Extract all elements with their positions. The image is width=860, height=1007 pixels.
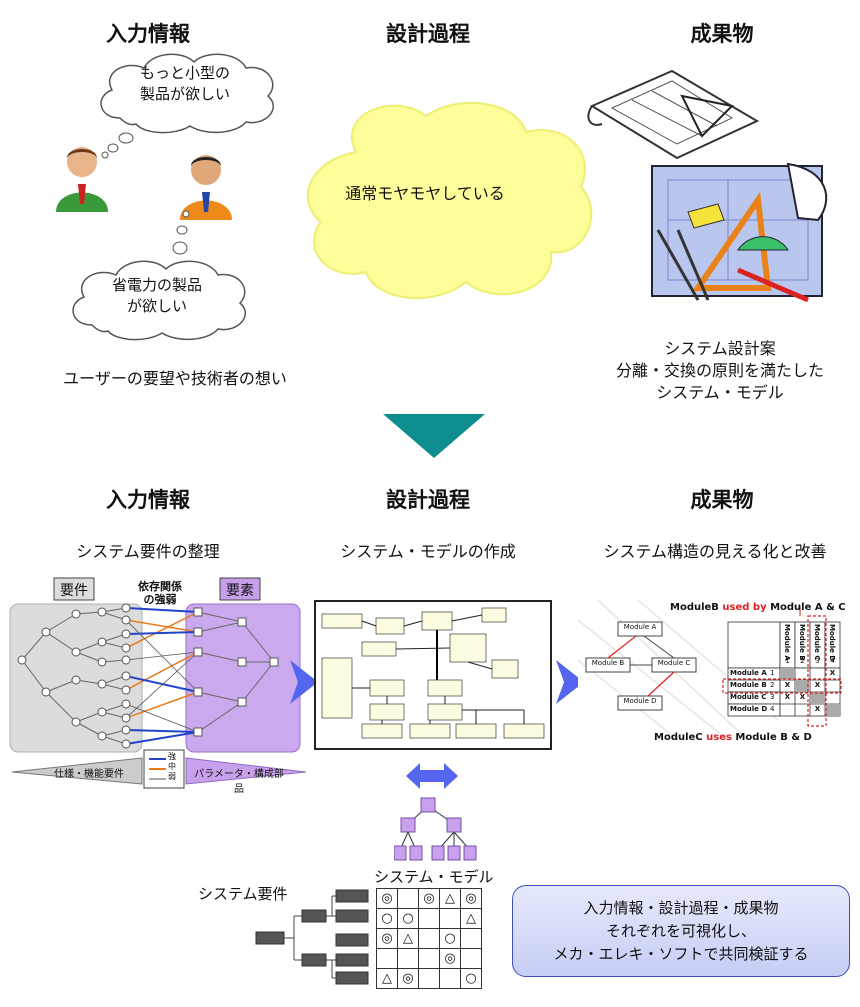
thought-dots-bottom: [172, 210, 190, 255]
flow-arrow-1: [290, 660, 318, 704]
left-arrow-label: 仕様・機能要件: [54, 769, 124, 780]
matrix-cell: [377, 949, 398, 969]
dsm-col-number: 2: [800, 657, 805, 665]
dsm-col-number: 4: [830, 657, 835, 665]
dsm-row-number: 2: [770, 681, 775, 689]
dsm-title-top: ModuleB used by Module A & C: [670, 602, 846, 613]
bubble-text-top: もっと小型の製品が欲しい: [139, 64, 230, 103]
top-process-header: 設計過程: [386, 22, 470, 46]
dsm-col-header: Module A: [783, 624, 791, 661]
matrix-cell: ◎: [377, 929, 398, 949]
cloud-text: 通常モヤモヤしている: [345, 184, 505, 203]
bottom-output-header: 成果物: [690, 488, 754, 512]
dsm-row-name: Module B: [730, 681, 767, 689]
thought-dots-top: [101, 132, 134, 159]
matrix-cell: ◎: [377, 889, 398, 909]
dsm-row-number: 4: [770, 705, 775, 713]
output-caption: システム設計案 分離・交換の原則を満たした システム・モデル: [615, 339, 824, 402]
process-subtitle: システム・モデルの作成: [340, 542, 516, 561]
matrix-cell: ◎: [461, 889, 482, 909]
engineer-person-icon: [180, 155, 232, 220]
matrix-cell: ○: [440, 929, 461, 949]
dsm-row-name: Module C: [730, 693, 767, 701]
matrix-cell: ○: [398, 909, 419, 929]
dsm-cell: X: [814, 705, 821, 713]
double-arrow: [406, 763, 458, 789]
flow-arrow-2: [556, 660, 584, 704]
right-arrow-label: パラメータ・構成部品: [194, 769, 284, 795]
matrix-cell: ◎: [440, 949, 461, 969]
dsm-cell: X: [784, 693, 791, 701]
user-caption: ユーザーの要望や技術者の想い: [63, 369, 287, 388]
requirements-label: 要件: [60, 583, 88, 599]
module-box-b: Module B: [591, 659, 625, 667]
bubble-text-bottom: 省電力の製品が欲しい: [111, 276, 202, 315]
matrix-cell: [419, 949, 440, 969]
module-box-a: Module A: [623, 623, 657, 631]
dsm-cell: X: [814, 681, 821, 689]
legend-labels: 強中弱: [168, 752, 176, 781]
relationship-matrix: ◎◎△◎○○△◎△○◎△◎○: [376, 888, 482, 989]
thought-bubble-top: [100, 53, 275, 134]
matrix-cell: [461, 929, 482, 949]
dsm-row-number: 1: [770, 669, 775, 677]
matrix-cell: △: [377, 969, 398, 989]
dsm-col-header: Module B: [798, 624, 806, 661]
hierarchy-tree: [394, 797, 477, 861]
output-subtitle: システム構造の見える化と改善: [603, 542, 827, 561]
drafting-tools-icon: [651, 162, 828, 303]
matrix-cell: [398, 949, 419, 969]
elements-label: 要素: [226, 583, 254, 599]
system-model-label: システム・モデル: [374, 868, 494, 886]
down-arrow: [383, 414, 485, 458]
matrix-cell: [398, 889, 419, 909]
matrix-cell: △: [461, 909, 482, 929]
matrix-cell: [461, 949, 482, 969]
dsm-title-bottom: ModuleC uses Module B & D: [654, 732, 812, 743]
matrix-cell: △: [398, 929, 419, 949]
dsm-col-number: 3: [815, 657, 820, 665]
dsm-row-name: Module D: [730, 705, 768, 713]
conclusion-box: 入力情報・設計過程・成果物 それぞれを可視化し、 メカ・エレキ・ソフトで共同検証…: [512, 885, 850, 977]
dsm-cell: X: [799, 693, 806, 701]
dsm-cell: X: [829, 669, 836, 677]
dsm-col-header: Module C: [813, 624, 821, 661]
module-box-c: Module C: [657, 659, 691, 667]
fuzzy-cloud: [306, 101, 593, 299]
top-output-header: 成果物: [690, 22, 754, 46]
blueprint-icon: [587, 69, 760, 160]
thought-bubble-bottom: [72, 260, 247, 341]
user-person-icon: [56, 147, 108, 212]
dsm-panel: ModuleB used by Module A & C ModuleC use…: [578, 600, 850, 744]
requirements-graph: [9, 577, 306, 789]
requirements-tree: [255, 889, 369, 985]
bottom-process-header: 設計過程: [386, 488, 470, 512]
matrix-cell: ○: [377, 909, 398, 929]
dsm-row-number: 3: [770, 693, 775, 701]
matrix-cell: [440, 969, 461, 989]
matrix-cell: [440, 909, 461, 929]
input-subtitle: システム要件の整理: [76, 542, 220, 561]
matrix-cell: [419, 969, 440, 989]
matrix-cell: ○: [461, 969, 482, 989]
matrix-cell: [419, 929, 440, 949]
dsm-col-header: Module D: [828, 624, 836, 662]
bottom-input-header: 入力情報: [106, 488, 190, 512]
matrix-cell: ◎: [398, 969, 419, 989]
dependency-title: 依存関係の強弱: [138, 580, 182, 606]
top-input-header: 入力情報: [106, 22, 190, 46]
module-box-d: Module D: [623, 697, 657, 705]
system-model-diagram: [314, 600, 552, 750]
matrix-cell: ◎: [419, 889, 440, 909]
dsm-col-number: 1: [785, 657, 790, 665]
system-requirements-label: システム要件: [198, 885, 288, 903]
matrix-cell: △: [440, 889, 461, 909]
dsm-cell: X: [784, 681, 791, 689]
dsm-row-name: Module A: [730, 669, 767, 677]
matrix-cell: [419, 909, 440, 929]
